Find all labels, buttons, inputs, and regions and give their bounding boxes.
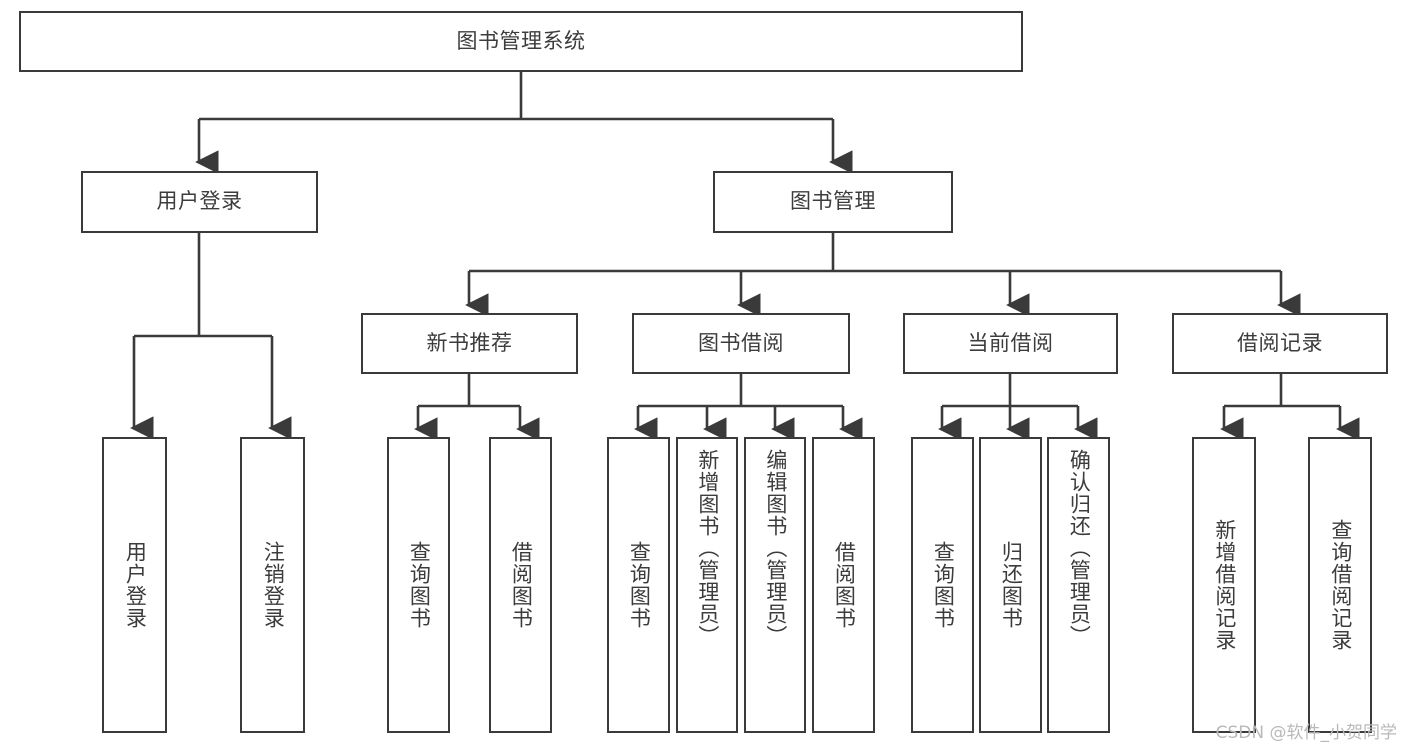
node-current-borrow-label: 当前借阅 (967, 330, 1054, 355)
node-leaf-borrow-book-2[interactable]: 借阅图书 (812, 437, 875, 733)
node-leaf-logout-label: 注销登录 (261, 541, 286, 629)
node-leaf-query-book-2-label: 查询图书 (627, 541, 652, 629)
node-borrow-records-label: 借阅记录 (1237, 330, 1323, 355)
node-leaf-borrow-book-1-label: 借阅图书 (509, 541, 534, 629)
node-book-borrow-label: 图书借阅 (698, 330, 784, 355)
node-leaf-edit-book-admin-label: 编辑图书（管理员） (763, 449, 788, 647)
node-leaf-return-book[interactable]: 归还图书 (979, 437, 1042, 733)
node-new-book-recommend[interactable]: 新书推荐 (361, 313, 578, 374)
csdn-watermark: CSDN @软件_小贺同学 (1215, 723, 1397, 743)
node-leaf-query-book-2[interactable]: 查询图书 (607, 437, 670, 733)
node-book-management-label: 图书管理 (790, 189, 876, 214)
node-leaf-user-login-label: 用户登录 (123, 541, 148, 629)
node-new-book-recommend-label: 新书推荐 (426, 330, 513, 355)
node-leaf-return-book-label: 归还图书 (999, 541, 1024, 629)
node-leaf-confirm-return-admin[interactable]: 确认归还（管理员） (1047, 437, 1110, 733)
node-leaf-query-book-3-label: 查询图书 (931, 541, 956, 629)
node-leaf-confirm-return-admin-label: 确认归还（管理员） (1067, 449, 1092, 647)
node-leaf-query-borrow-record[interactable]: 查询借阅记录 (1308, 437, 1372, 733)
node-leaf-add-borrow-record-label: 新增借阅记录 (1212, 519, 1237, 651)
node-leaf-query-book-1-label: 查询图书 (407, 541, 432, 629)
node-leaf-edit-book-admin[interactable]: 编辑图书（管理员） (744, 437, 806, 733)
node-leaf-add-borrow-record[interactable]: 新增借阅记录 (1192, 437, 1256, 733)
node-leaf-query-book-1[interactable]: 查询图书 (387, 437, 450, 733)
node-root[interactable]: 图书管理系统 (19, 11, 1023, 72)
node-user-login-label: 用户登录 (156, 189, 243, 214)
node-book-management[interactable]: 图书管理 (713, 171, 953, 233)
node-leaf-query-book-3[interactable]: 查询图书 (911, 437, 974, 733)
node-root-label: 图书管理系统 (456, 28, 586, 53)
node-borrow-records[interactable]: 借阅记录 (1172, 313, 1388, 374)
node-leaf-user-login[interactable]: 用户登录 (102, 437, 167, 733)
node-leaf-add-book-admin-label: 新增图书（管理员） (695, 449, 720, 647)
node-book-borrow[interactable]: 图书借阅 (632, 313, 850, 374)
node-leaf-borrow-book-2-label: 借阅图书 (832, 541, 857, 629)
node-leaf-query-borrow-record-label: 查询借阅记录 (1328, 519, 1353, 651)
node-leaf-logout[interactable]: 注销登录 (240, 437, 305, 733)
node-user-login[interactable]: 用户登录 (81, 171, 318, 233)
node-current-borrow[interactable]: 当前借阅 (903, 313, 1118, 374)
node-leaf-add-book-admin[interactable]: 新增图书（管理员） (676, 437, 738, 733)
node-leaf-borrow-book-1[interactable]: 借阅图书 (489, 437, 552, 733)
